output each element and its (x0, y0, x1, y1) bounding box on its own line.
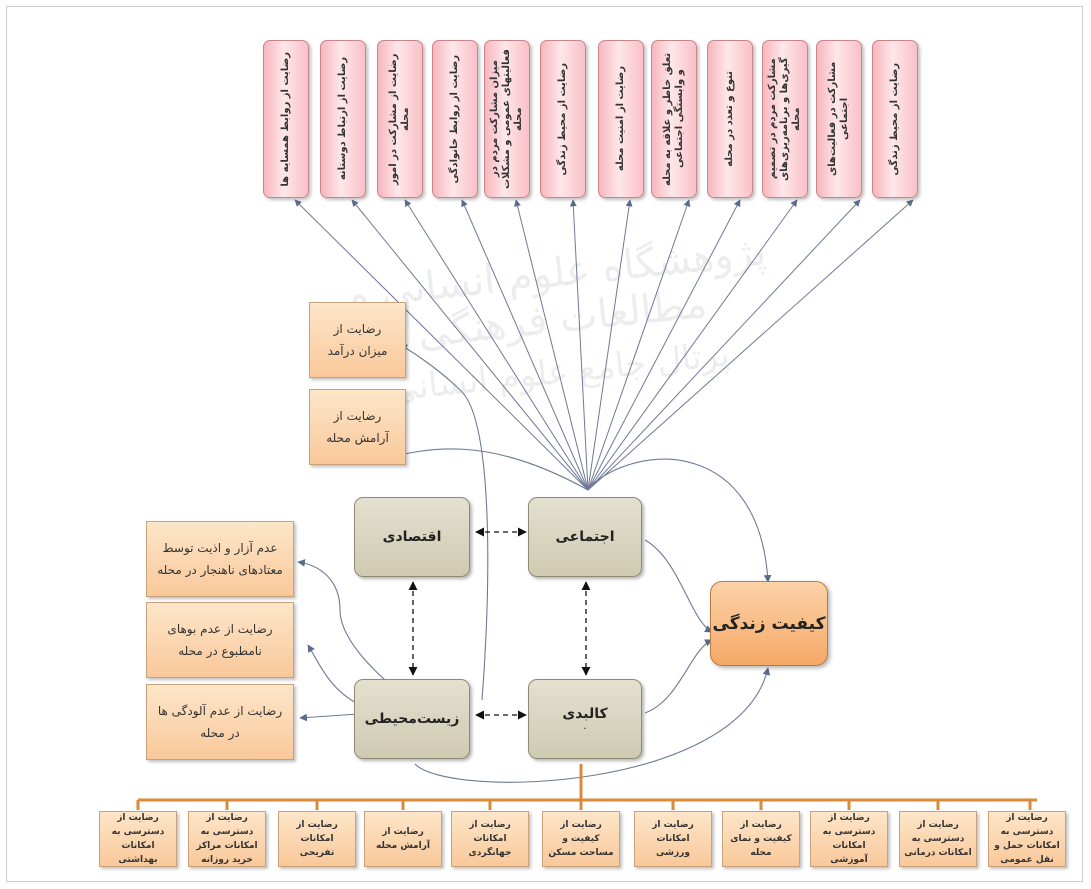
social-fan-arrows (294, 199, 914, 491)
social-item: تعلق خاطر و علاقه به محله و وابستگی اجتم… (651, 40, 697, 198)
economic-node: اقتصادی (354, 497, 470, 577)
social-node: اجتماعی (528, 497, 642, 577)
economic-item: رضایت از آرامش محله (309, 389, 406, 465)
social-item: مشارکت در فعالیت‌های اجتماعی (816, 40, 862, 198)
social-item: رضایت از امنیت محله (598, 40, 644, 198)
environmental-node: زیست‌محیطی (354, 679, 470, 759)
environmental-item: رضایت از عدم آلودگی ها در محله (146, 684, 294, 760)
arrow-social-to-quality-top (587, 458, 772, 583)
physical-item: رضایت از امکانات تفریحی (278, 811, 356, 867)
social-item: رضایت از محیط زندگی (540, 40, 586, 198)
environmental-item: عدم آزار و اذیت توسط معتادهای ناهنجار در… (146, 521, 294, 597)
social-item: رضایت از محیط زندگی (872, 40, 918, 198)
physical-item: رضایت از دسترسی به امکانات بهداشتی (99, 811, 177, 867)
social-item: رضایت از روابط خانوادگی (432, 40, 478, 198)
quality-of-life-node: کیفیت زندگی (710, 581, 828, 666)
arrow-social-to-quality (644, 539, 713, 633)
physical-item: رضایت از دسترسی به امکانات مراکز خرید رو… (188, 811, 266, 867)
physical-item: رضایت از کیفیت و نمای محله (722, 811, 800, 867)
physical-item: رضایت از امکانات ورزشی (634, 811, 712, 867)
arrow-to-econ-item1 (399, 344, 489, 701)
arrow-env-to-quality-bottom (414, 667, 771, 783)
social-item: رضایت از ارتباط دوستانه (320, 40, 366, 198)
social-item: تنوع و تعدد در محله (707, 40, 753, 198)
social-item: میزان مشارکت مردم در فعالیتهای عمومی و م… (484, 40, 530, 198)
social-item: رضایت از روابط همسایه ها (263, 40, 309, 198)
economic-item: رضایت از میزان درآمد (309, 302, 406, 378)
physical-item: رضایت از آرامش محله (364, 811, 442, 867)
physical-node: کالبدی . (528, 679, 642, 759)
social-item: رضایت از مشارکت در امور محله (377, 40, 423, 198)
social-item: مشارکت مردم در تصمیم گیری‌ها و برنامه‌ری… (762, 40, 808, 198)
physical-item: رضایت از دسترسی به امکانات حمل و نقل عمو… (988, 811, 1066, 867)
arrow-env-to-item3 (299, 713, 359, 722)
environmental-item: رضایت از عدم بوهای نامطبوع در محله (146, 602, 294, 678)
arrow-physical-to-quality (644, 639, 713, 714)
physical-item: رضایت از دسترسی به امکانات درمانی (899, 811, 977, 867)
physical-item: رضایت از کیفیت و مساحت مسکن (542, 811, 620, 867)
physical-item: رضایت از دسترسی به امکانات آموزشی (810, 811, 888, 867)
bottom-bracket (136, 764, 1037, 810)
physical-item: رضایت از امکانات جهانگردی (451, 811, 529, 867)
page-frame (6, 6, 1083, 882)
arrow-env-to-item2 (307, 644, 361, 706)
